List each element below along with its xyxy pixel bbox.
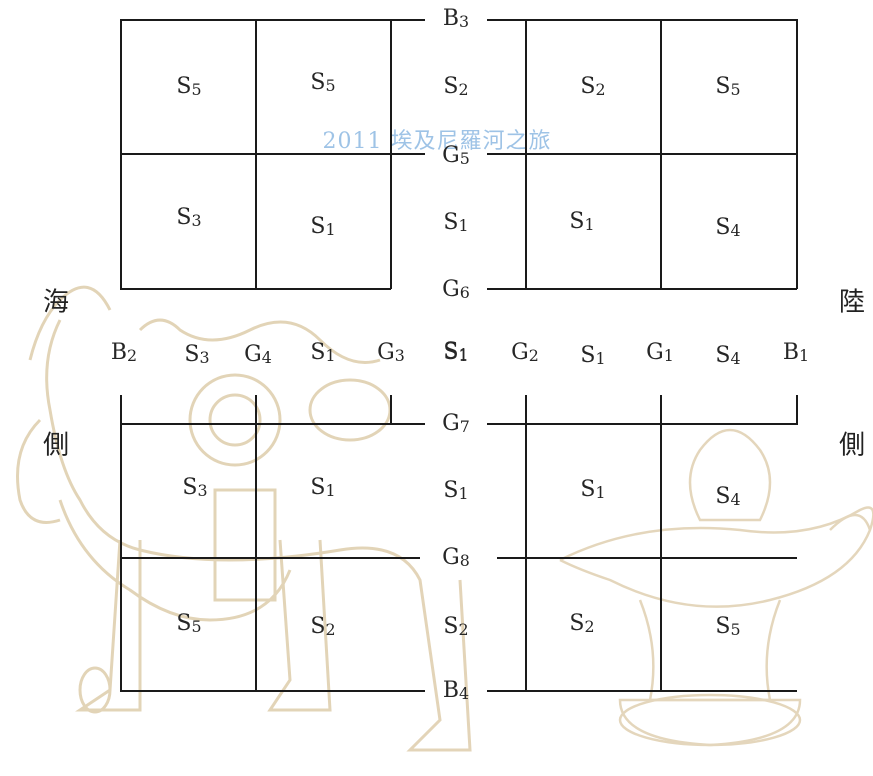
grid-line (120, 153, 425, 155)
cell-label: S1 (580, 479, 605, 501)
row-label-g1: G1 (646, 342, 674, 364)
grid-line (487, 423, 797, 425)
cell-label: S3 (182, 477, 207, 499)
grid-line (120, 423, 425, 425)
side-label-sea-top: 海 (43, 282, 69, 319)
cell-label: S5 (176, 76, 201, 98)
cell-label: S5 (176, 613, 201, 635)
grid-line (120, 690, 425, 692)
grid-line (487, 153, 797, 155)
grid-line (497, 557, 797, 559)
side-label-land-top: 陸 (839, 282, 865, 319)
grid-line (525, 395, 527, 691)
grid-line (525, 19, 527, 289)
corridor-label-s2: S2 (443, 616, 468, 638)
corridor-label-g7: G7 (442, 413, 470, 435)
grid-line (487, 690, 797, 692)
row-label-b1: B1 (783, 342, 809, 364)
row-label-s1: S1 (310, 342, 335, 364)
cell-label: S2 (580, 76, 605, 98)
row-label-g3: G3 (377, 342, 405, 364)
grid-line (120, 19, 425, 21)
cell-label: S5 (715, 76, 740, 98)
grid-line (255, 395, 257, 691)
row-label-b2: B2 (111, 342, 137, 364)
grid-line (120, 19, 122, 289)
row-label-g2: G2 (511, 342, 539, 364)
corridor-label-g5: G5 (442, 145, 470, 167)
cell-label: S1 (569, 211, 594, 233)
corridor-label-s1: S1 (443, 212, 468, 234)
grid-line (660, 395, 662, 691)
grid-line (487, 19, 797, 21)
cell-label: S2 (569, 613, 594, 635)
cell-label: S4 (715, 486, 740, 508)
watermark-text: 2011 埃及尼羅河之旅 (323, 123, 552, 155)
side-label-land-bottom: 側 (839, 425, 865, 462)
corridor-label-g8: G8 (442, 547, 470, 569)
grid-line (796, 19, 798, 289)
row-label-s1: S1 (580, 345, 605, 367)
grid-line (390, 19, 392, 289)
grid-line (660, 19, 662, 289)
row-label-s1-center: S1 (443, 342, 468, 364)
row-label-s3: S3 (184, 344, 209, 366)
row-label-s4: S4 (715, 345, 740, 367)
corridor-label-b3: B3 (443, 8, 469, 30)
corridor-label-g6: G6 (442, 279, 470, 301)
grid-line (487, 288, 797, 290)
cell-label: S1 (310, 216, 335, 238)
corridor-label-b4: B4 (443, 680, 469, 702)
grid-line (120, 395, 122, 691)
cell-label: S1 (310, 477, 335, 499)
cell-label: S5 (715, 616, 740, 638)
grid-line (796, 395, 798, 425)
cell-label: S3 (176, 207, 201, 229)
cell-label: S2 (310, 616, 335, 638)
cell-label: S4 (715, 217, 740, 239)
grid-line (255, 19, 257, 289)
grid-line (390, 395, 392, 425)
row-label-g4: G4 (244, 344, 272, 366)
grid-line (120, 557, 420, 559)
corridor-label-s2: S2 (443, 76, 468, 98)
side-label-sea-bottom: 側 (43, 425, 69, 462)
corridor-label-s1: S1 (443, 480, 468, 502)
cell-label: S5 (310, 72, 335, 94)
